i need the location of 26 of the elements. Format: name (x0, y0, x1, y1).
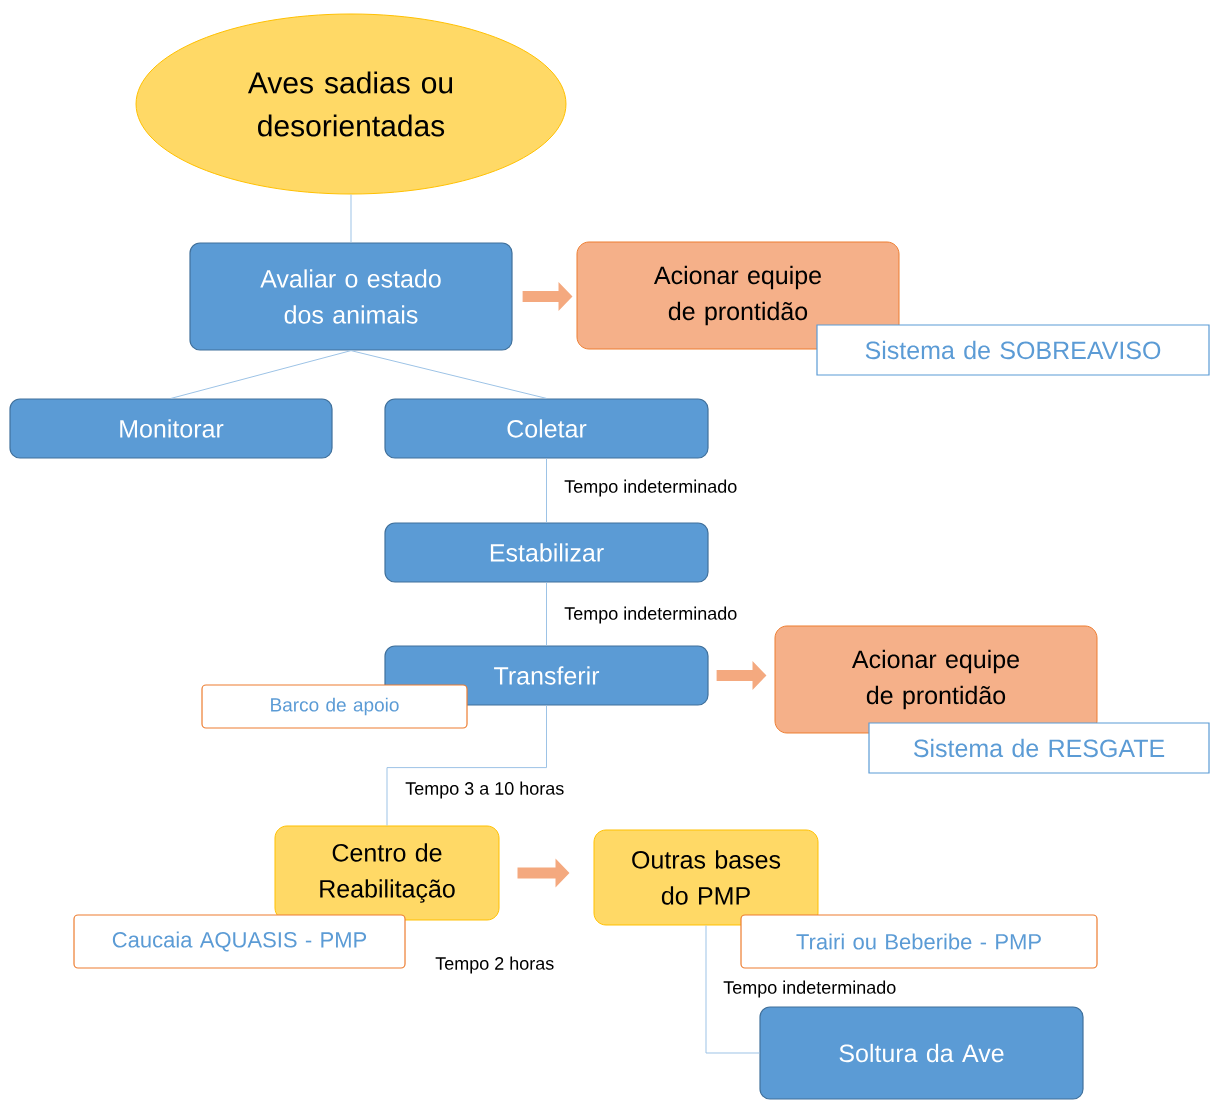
location-tag: Barco de apoio (201, 684, 468, 729)
oval-node: Aves sadias ou desorientadas (135, 13, 567, 195)
connector-line (705, 925, 760, 1054)
connector-line (350, 350, 547, 399)
location-tag: Caucaia AQUASIS - PMP (73, 914, 406, 969)
system-tag: Sistema de SOBREAVISO (816, 324, 1210, 376)
process-box: Soltura da Ave (759, 1006, 1084, 1100)
location-tag: Trairi ou Beberibe - PMP (740, 914, 1098, 969)
connector-line (170, 350, 352, 399)
process-box: Monitorar (9, 398, 333, 459)
location-box: Centro de Reabilitação (274, 825, 500, 921)
edge-label: Tempo indeterminado (563, 478, 739, 498)
connector-line (546, 458, 547, 523)
process-box: Estabilizar (384, 522, 709, 583)
process-box: Avaliar o estado dos animais (189, 242, 513, 351)
connector-line (350, 194, 352, 243)
process-box: Coletar (384, 398, 709, 459)
location-box: Outras bases do PMP (593, 829, 819, 926)
action-box: Acionar equipe de prontidão (774, 625, 1098, 734)
connector-line (546, 582, 547, 646)
edge-label: Tempo 3 a 10 horas (404, 780, 566, 800)
edge-label: Tempo indeterminado (722, 979, 898, 999)
edge-label: Tempo indeterminado (563, 605, 739, 625)
system-tag: Sistema de RESGATE (868, 722, 1210, 774)
connector-line (386, 705, 547, 826)
edge-label: Tempo 2 horas (434, 955, 556, 975)
